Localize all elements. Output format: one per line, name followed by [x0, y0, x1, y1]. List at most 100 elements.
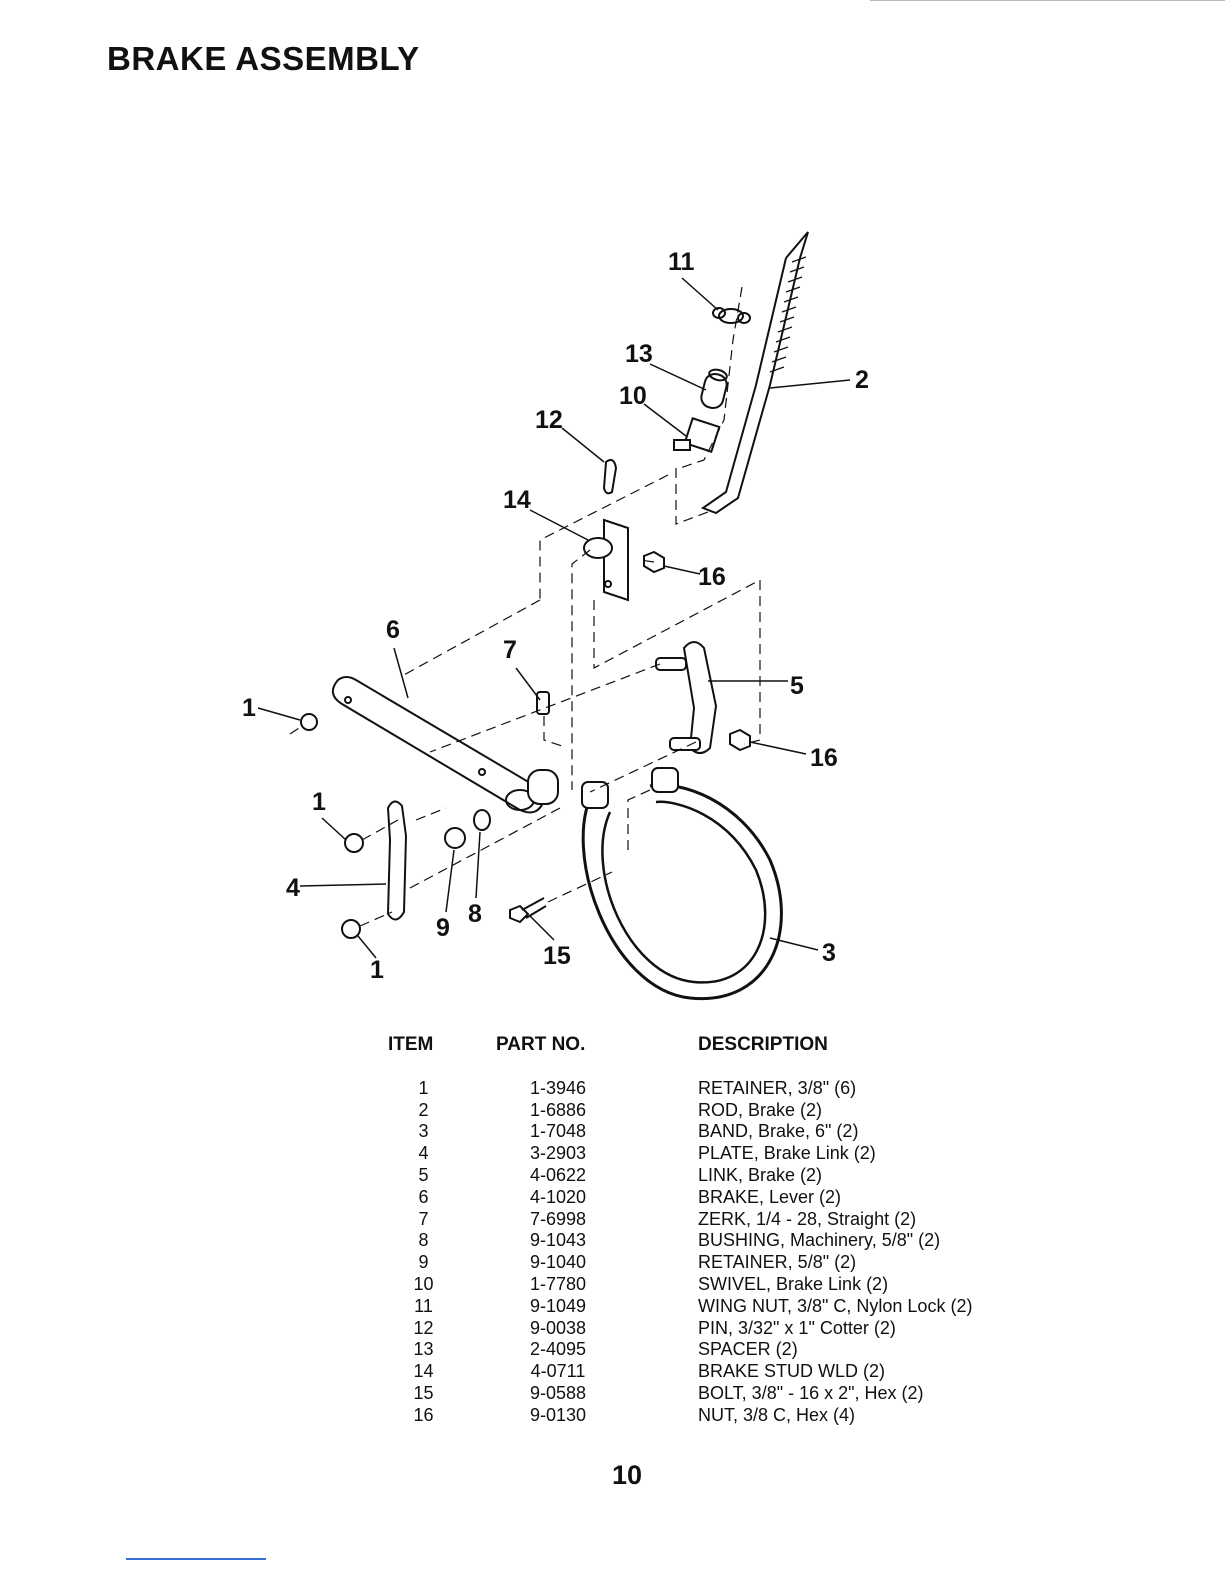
part-number: 1-7048: [529, 1121, 587, 1142]
part-number: 4-1020: [529, 1186, 587, 1207]
part-number: 4-0711: [530, 1361, 586, 1382]
item-number: 1: [418, 1077, 429, 1098]
item-number: 11: [414, 1295, 433, 1316]
callout-15: 15: [543, 942, 571, 970]
part-description: ROD, Brake (2): [698, 1099, 823, 1120]
item-number: 5: [418, 1164, 429, 1185]
part-description: SPACER (2): [698, 1339, 798, 1360]
cotter-pin: [602, 459, 618, 495]
part-number: 9-0588: [529, 1382, 587, 1403]
machinery-bushing: [473, 809, 491, 831]
callout-1-mid: 1: [312, 788, 326, 816]
table-row: 16 9-0130 NUT, 3/8 C, Hex (4): [385, 1405, 972, 1427]
item-number: 4: [418, 1143, 429, 1164]
retainer-bottom: [341, 919, 361, 939]
callout-10: 10: [619, 382, 647, 410]
part-number: 2-4095: [529, 1339, 587, 1360]
callout-7: 7: [503, 636, 517, 664]
part-description: WING NUT, 3/8" C, Nylon Lock (2): [698, 1295, 973, 1316]
callout-11: 11: [668, 248, 695, 276]
callout-6: 6: [386, 616, 400, 644]
brake-rod: [700, 231, 809, 515]
retainer-mid: [344, 833, 364, 853]
part-number: 9-0038: [529, 1317, 587, 1338]
callout-16-lower: 16: [810, 744, 838, 772]
callout-13: 13: [625, 340, 653, 368]
table-row: 9 9-1040 RETAINER, 5/8" (2): [385, 1252, 972, 1274]
item-number: 2: [418, 1099, 429, 1120]
header-part-no: PART NO.: [496, 1034, 586, 1055]
brake-assembly-diagram: 11 13 10 12 2 14 16 6 7 5 1 16 1 4 9 8 1…: [242, 231, 869, 1001]
part-description: BRAKE STUD WLD (2): [698, 1361, 886, 1382]
swivel: [673, 417, 721, 453]
part-number: 9-0130: [529, 1404, 587, 1425]
item-number: 9: [418, 1252, 429, 1273]
item-number: 6: [418, 1186, 429, 1207]
header-description: DESCRIPTION: [698, 1034, 828, 1055]
table-row: 1 1-3946 RETAINER, 3/8" (6): [385, 1078, 972, 1100]
table-row: 12 9-0038 PIN, 3/32" x 1" Cotter (2): [385, 1318, 972, 1340]
item-number: 15: [413, 1382, 434, 1403]
part-number: 3-2903: [529, 1143, 587, 1164]
table-row: 4 3-2903 PLATE, Brake Link (2): [385, 1143, 972, 1165]
callout-2: 2: [855, 366, 869, 394]
table-row: 5 4-0622 LINK, Brake (2): [385, 1165, 972, 1187]
item-number: 12: [413, 1317, 434, 1338]
brake-link: [655, 641, 718, 754]
hex-bolt: [509, 897, 547, 924]
table-row: 3 1-7048 BAND, Brake, 6" (2): [385, 1121, 972, 1143]
part-number: 1-3946: [529, 1077, 587, 1098]
item-number: 8: [418, 1230, 429, 1251]
wing-nut: [712, 307, 751, 324]
callout-4: 4: [286, 874, 300, 902]
header-item: ITEM: [388, 1034, 434, 1055]
part-number: 1-6886: [529, 1099, 587, 1120]
callout-3: 3: [822, 939, 836, 967]
part-description: ZERK, 1/4 - 28, Straight (2): [698, 1208, 917, 1229]
part-description: BAND, Brake, 6" (2): [698, 1121, 859, 1142]
callout-1-left: 1: [242, 694, 256, 722]
part-number: 9-1043: [529, 1230, 587, 1251]
brake-band: [581, 767, 783, 1001]
part-description: NUT, 3/8 C, Hex (4): [698, 1404, 856, 1425]
callout-5: 5: [790, 672, 804, 700]
hex-nut-lower: [729, 728, 751, 752]
callout-8: 8: [468, 900, 482, 928]
callout-12: 12: [535, 406, 563, 434]
scan-edge-line: [870, 0, 1225, 1]
item-number: 10: [413, 1273, 434, 1294]
page-number: 10: [612, 1460, 643, 1490]
part-number: 4-0622: [529, 1164, 587, 1185]
table-row: 8 9-1043 BUSHING, Machinery, 5/8" (2): [385, 1230, 972, 1252]
item-number: 3: [418, 1121, 429, 1142]
part-description: RETAINER, 5/8" (2): [698, 1252, 857, 1273]
table-row: 2 1-6886 ROD, Brake (2): [385, 1100, 972, 1122]
item-number: 14: [413, 1361, 434, 1382]
part-number: 7-6998: [529, 1208, 587, 1229]
table-row: 7 7-6998 ZERK, 1/4 - 28, Straight (2): [385, 1209, 972, 1231]
part-description: PLATE, Brake Link (2): [698, 1143, 876, 1164]
part-description: LINK, Brake (2): [698, 1164, 823, 1185]
part-description: BOLT, 3/8" - 16 x 2", Hex (2): [698, 1382, 924, 1403]
callout-1-bottom: 1: [370, 956, 384, 984]
brake-stud-weld: [583, 518, 629, 602]
part-description: PIN, 3/32" x 1" Cotter (2): [698, 1317, 896, 1338]
zerk-fitting: [536, 691, 550, 715]
part-description: RETAINER, 3/8" (6): [698, 1077, 857, 1098]
table-row: 15 9-0588 BOLT, 3/8" - 16 x 2", Hex (2): [385, 1383, 972, 1405]
callout-9: 9: [436, 914, 450, 942]
item-number: 16: [413, 1404, 434, 1425]
part-description: BUSHING, Machinery, 5/8" (2): [698, 1230, 941, 1251]
table-row: 14 4-0711 BRAKE STUD WLD (2): [385, 1361, 972, 1383]
brake-link-plate: [386, 800, 408, 921]
callout-labels: 11 13 10 12 2 14 16 6 7 5 1 16 1 4 9 8 1…: [242, 248, 869, 984]
retainer-left: [300, 713, 318, 731]
part-number: 9-1040: [529, 1252, 587, 1273]
item-number: 7: [418, 1208, 429, 1229]
part-description: SWIVEL, Brake Link (2): [698, 1273, 889, 1294]
